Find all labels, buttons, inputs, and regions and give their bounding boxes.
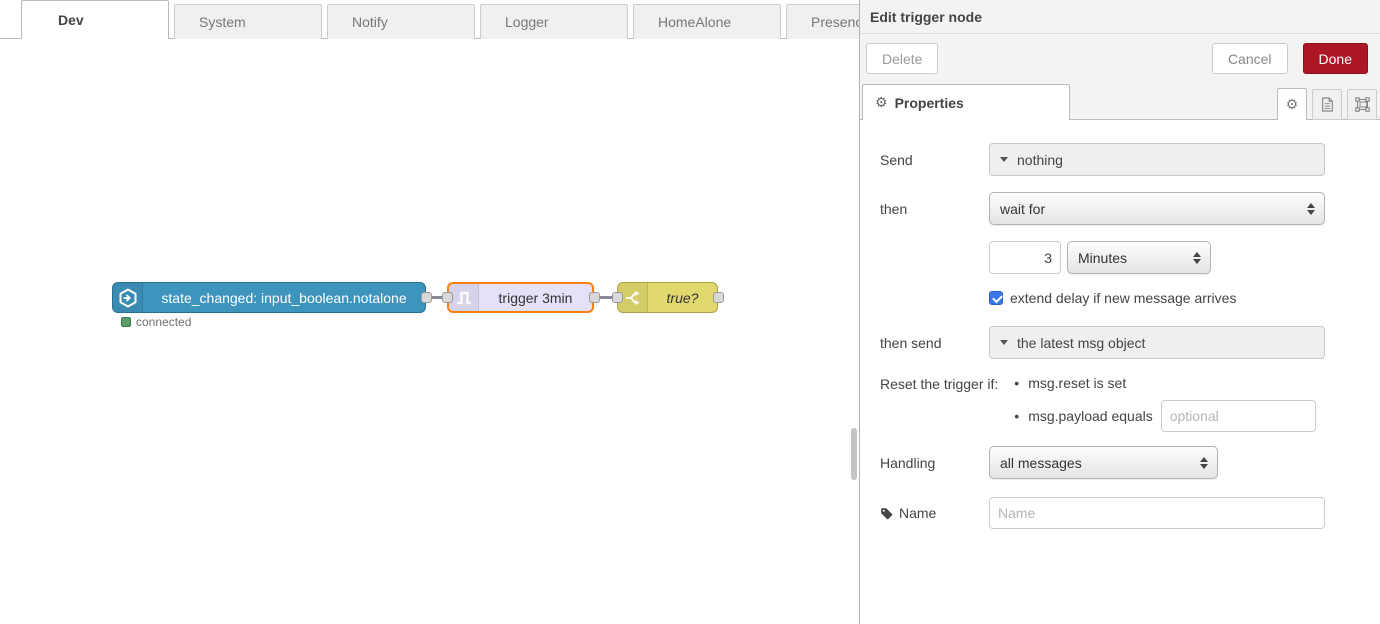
name-row: Name	[880, 497, 1360, 529]
select-spinner-icon	[1307, 202, 1315, 215]
workspace-pane: Dev System Notify Logger HomeAlone Prese…	[0, 0, 860, 624]
tray-title: Edit trigger node	[860, 0, 1380, 34]
select-spinner-icon	[1193, 251, 1201, 264]
caret-down-icon	[1000, 157, 1008, 162]
then-select[interactable]: wait for	[989, 192, 1325, 225]
then-row: then wait for	[880, 192, 1360, 225]
flow-tab-label: Logger	[505, 14, 549, 30]
select-spinner-icon	[1200, 456, 1208, 469]
cancel-button[interactable]: Cancel	[1211, 43, 1288, 74]
flow-tab-logger[interactable]: Logger	[480, 4, 628, 39]
home-assistant-hexagon-icon	[113, 283, 143, 312]
tray-toolbar: Delete Cancel Done	[860, 34, 1380, 83]
flow-tab-notify[interactable]: Notify	[327, 4, 475, 39]
port-switch-input[interactable]	[612, 292, 623, 303]
appearance-view-button[interactable]	[1347, 89, 1377, 120]
flow-tab-label: Presenc	[811, 14, 859, 30]
duration-row: Minutes	[880, 241, 1360, 274]
send-dropdown[interactable]: nothing	[989, 143, 1325, 176]
node-events-state-changed[interactable]: state_changed: input_boolean.notalone	[112, 282, 426, 313]
node-trigger-selected[interactable]: trigger 3min	[447, 282, 594, 313]
reset-trigger-label: Reset the trigger if:	[880, 376, 999, 392]
gear-icon: ⚙	[1285, 96, 1299, 112]
reset-rules: • msg.reset is set • msg.payload equals	[1014, 375, 1316, 432]
bullet-icon: •	[1014, 375, 1020, 391]
send-label: Send	[880, 151, 913, 168]
done-button[interactable]: Done	[1302, 43, 1368, 74]
node-label: state_changed: input_boolean.notalone	[161, 289, 407, 306]
then-send-value: the latest msg object	[1017, 334, 1146, 351]
tag-icon	[880, 507, 893, 520]
flow-tab-dev[interactable]: Dev	[21, 0, 169, 39]
then-send-row: then send the latest msg object	[880, 326, 1360, 359]
reset-payload-input[interactable]	[1160, 400, 1316, 432]
wire-events-trigger[interactable]	[426, 296, 448, 299]
tab-properties-label: Properties	[894, 94, 964, 111]
flow-tab-label: System	[199, 14, 246, 30]
extend-delay-row: extend delay if new message arrives	[989, 290, 1360, 306]
node-label: trigger 3min	[498, 289, 573, 306]
canvas-vertical-scrollbar[interactable]	[851, 428, 857, 480]
bullet-icon: •	[1014, 408, 1020, 424]
document-icon	[1321, 97, 1333, 112]
status-connected-dot	[121, 317, 131, 327]
port-trigger-input[interactable]	[442, 292, 453, 303]
flow-tab-label: Notify	[352, 14, 388, 30]
status-text: connected	[136, 315, 192, 329]
reset-rule-2: • msg.payload equals	[1014, 400, 1316, 432]
node-switch-true[interactable]: true?	[617, 282, 718, 313]
extend-delay-checkbox[interactable]	[989, 291, 1003, 305]
flow-tabbar: Dev System Notify Logger HomeAlone Prese…	[0, 0, 859, 39]
tab-properties[interactable]: ⚙ Properties	[862, 84, 1070, 120]
then-label: then	[880, 200, 908, 217]
editor-tabbar-divider	[860, 119, 1380, 120]
node-label: true?	[666, 289, 699, 306]
reset-rule-2-text: msg.payload equals	[1028, 408, 1153, 424]
duration-unit-select[interactable]: Minutes	[1067, 241, 1211, 274]
name-label-wrap: Name	[880, 505, 989, 521]
send-row: Send nothing	[880, 143, 1360, 176]
trigger-pulse-icon	[449, 284, 479, 311]
wire-trigger-switch[interactable]	[594, 296, 618, 299]
duration-unit-value: Minutes	[1078, 249, 1128, 266]
gear-icon: ⚙	[875, 94, 888, 110]
node-status: connected	[121, 315, 191, 329]
port-events-output[interactable]	[421, 292, 432, 303]
reset-trigger-row: Reset the trigger if: • msg.reset is set…	[880, 375, 1360, 432]
appearance-icon	[1354, 97, 1370, 112]
handling-row: Handling all messages	[880, 446, 1360, 479]
flow-tab-homealone[interactable]: HomeAlone	[633, 4, 781, 39]
editor-tabbar: ⚙ Properties ⚙	[860, 83, 1380, 120]
properties-view-button[interactable]: ⚙	[1277, 88, 1307, 120]
then-send-label: then send	[880, 334, 942, 351]
name-input[interactable]	[989, 497, 1325, 529]
handling-value: all messages	[1000, 454, 1082, 471]
edit-tray: Edit trigger node Delete Cancel Done ⚙ P…	[860, 0, 1380, 624]
handling-label: Handling	[880, 454, 936, 471]
reset-rule-1: • msg.reset is set	[1014, 375, 1315, 391]
then-send-dropdown[interactable]: the latest msg object	[989, 326, 1325, 359]
duration-input[interactable]	[989, 241, 1061, 274]
then-value: wait for	[1000, 200, 1046, 217]
name-label: Name	[899, 505, 937, 521]
properties-form: Send nothing then wait for Minutes	[860, 120, 1380, 624]
reset-rule-1-text: msg.reset is set	[1028, 375, 1127, 391]
flow-tab-system[interactable]: System	[174, 4, 322, 39]
port-trigger-output[interactable]	[589, 292, 600, 303]
caret-down-icon	[1000, 340, 1008, 345]
description-view-button[interactable]	[1312, 89, 1342, 120]
port-switch-output[interactable]	[713, 292, 724, 303]
flow-tab-label: HomeAlone	[658, 14, 732, 30]
switch-branch-icon	[618, 283, 648, 312]
flow-tab-presence[interactable]: Presenc	[786, 4, 859, 39]
send-value: nothing	[1017, 151, 1063, 168]
flow-tab-label: Dev	[58, 12, 84, 28]
delete-button[interactable]: Delete	[866, 43, 939, 74]
handling-select[interactable]: all messages	[989, 446, 1218, 479]
extend-delay-label: extend delay if new message arrives	[1010, 290, 1237, 306]
flow-canvas[interactable]: state_changed: input_boolean.notalone tr…	[0, 39, 859, 624]
